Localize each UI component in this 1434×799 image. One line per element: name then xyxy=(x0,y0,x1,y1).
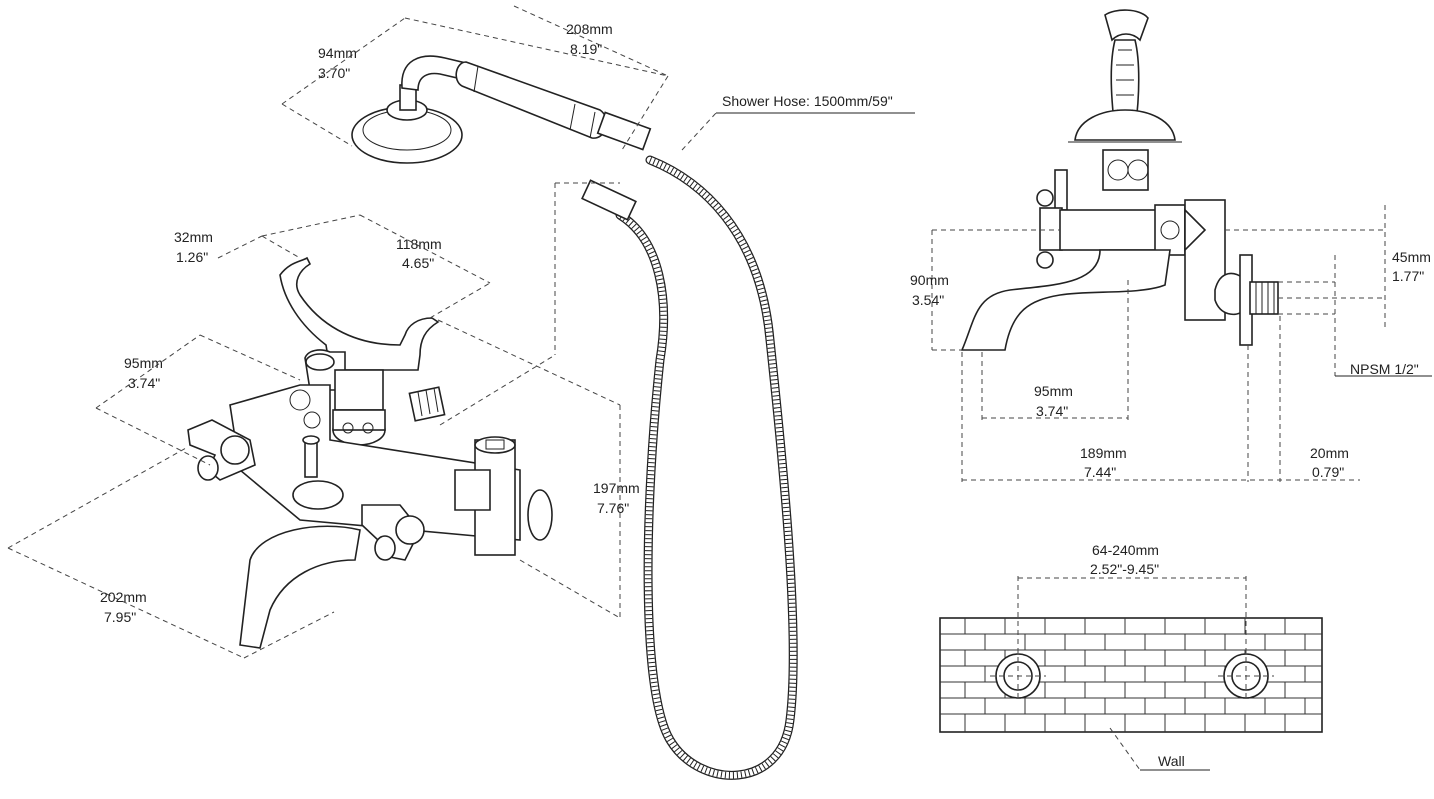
side-height-in: 3.54" xyxy=(912,292,944,308)
wall-centers-mm: 64-240mm xyxy=(1092,542,1159,558)
cradle-width-mm: 32mm xyxy=(174,229,213,245)
hand-shower xyxy=(351,55,652,164)
side-offset-mm: 45mm xyxy=(1392,249,1431,265)
side-view xyxy=(960,9,1279,351)
side-reach-in: 3.74" xyxy=(1036,403,1068,419)
depth-in: 7.95" xyxy=(104,609,136,625)
depth-mm: 202mm xyxy=(100,589,147,605)
handshower-width-in: 3.70" xyxy=(318,65,350,81)
side-offset-in: 1.77" xyxy=(1392,268,1424,284)
height-mm: 197mm xyxy=(593,480,640,496)
side-total-in: 7.44" xyxy=(1084,464,1116,480)
hose-callout: Shower Hose: 1500mm/59" xyxy=(681,93,915,151)
faucet-body xyxy=(187,256,553,649)
wall-label: Wall xyxy=(1158,753,1185,769)
centers-mm: 95mm xyxy=(124,355,163,371)
handshower-dimensions: 94mm 3.70" 208mm 8.19" xyxy=(281,5,669,151)
handshower-length-in: 8.19" xyxy=(570,41,602,57)
height-in: 7.76" xyxy=(597,500,629,516)
centers-in: 3.74" xyxy=(128,375,160,391)
side-view-dimensions: 90mm 3.54" 45mm 1.77" NPSM 1/2" 95mm 3.7… xyxy=(910,205,1432,482)
flange-in: 0.79" xyxy=(1312,464,1344,480)
side-reach-mm: 95mm xyxy=(1034,383,1073,399)
handshower-width-mm: 94mm xyxy=(318,45,357,61)
wall-centers-in: 2.52"-9.45" xyxy=(1090,561,1159,577)
cradle-span-in: 4.65" xyxy=(402,255,434,271)
side-total-mm: 189mm xyxy=(1080,445,1127,461)
hose-length-label: Shower Hose: 1500mm/59" xyxy=(722,93,893,109)
shower-hose xyxy=(581,155,798,780)
cradle-span-mm: 118mm xyxy=(396,236,442,252)
handshower-length-mm: 208mm xyxy=(566,21,613,37)
side-height-mm: 90mm xyxy=(910,272,949,288)
faucet-body-dimensions: 32mm 1.26" 118mm 4.65" 95mm 3.74" 197mm … xyxy=(7,182,640,659)
cradle-width-in: 1.26" xyxy=(176,249,208,265)
flange-mm: 20mm xyxy=(1310,445,1349,461)
thread-label: NPSM 1/2" xyxy=(1350,361,1419,377)
wall-dimensions: 64-240mm 2.52"-9.45" Wall xyxy=(1017,542,1247,771)
wall-diagram xyxy=(939,617,1323,733)
